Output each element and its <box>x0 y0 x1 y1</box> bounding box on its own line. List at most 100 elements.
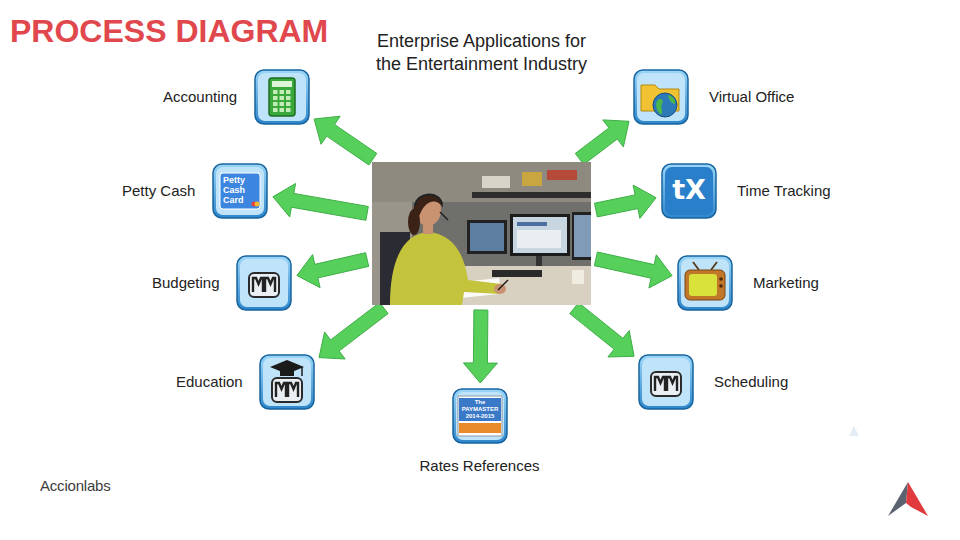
graphic-part <box>273 96 278 100</box>
graphic-part <box>415 194 442 206</box>
graphic-part <box>689 274 717 296</box>
graphic-part <box>498 280 508 290</box>
graphic-part <box>719 284 723 288</box>
graphic-part <box>216 167 264 215</box>
graphic-part <box>651 372 681 396</box>
graphic-part <box>263 358 311 406</box>
app-icon <box>638 354 694 410</box>
block-arrow <box>314 116 377 165</box>
graphic-part <box>667 377 677 391</box>
graphic-part <box>656 99 662 115</box>
graphic-part <box>269 78 295 116</box>
graphic-part <box>255 70 309 124</box>
app-icon <box>677 255 733 311</box>
app-label: Virtual Office <box>709 88 794 106</box>
app-label: Budgeting <box>152 274 220 292</box>
graphic-part <box>280 102 285 106</box>
graphic-part <box>662 164 716 218</box>
graphic-part <box>260 355 314 409</box>
graphic-part <box>681 259 729 307</box>
icon-art <box>236 255 292 311</box>
graphic-part <box>255 202 260 207</box>
graphic-part <box>280 369 294 376</box>
icon-text: Petty Cash Card <box>223 175 253 205</box>
graphic-part <box>472 192 591 198</box>
app-icon: Petty Cash Card <box>212 163 268 219</box>
graphic-part <box>286 96 291 100</box>
graphic-part <box>286 108 291 112</box>
graphic-part <box>678 256 732 310</box>
graphic-part <box>655 377 665 391</box>
app-node: Accounting <box>163 69 310 125</box>
graphic-part <box>273 90 278 94</box>
logo-grey-part <box>888 482 908 516</box>
graphic-part <box>572 212 591 260</box>
center-photo-node: Enterprise Applications for the Entertai… <box>372 162 591 305</box>
app-node: Education <box>176 354 315 410</box>
graphic-part <box>574 215 591 257</box>
app-label: Education <box>176 373 243 391</box>
graphic-part <box>467 220 507 254</box>
app-icon: tX <box>661 163 717 219</box>
graphic-part <box>213 164 267 218</box>
graphic-part <box>288 383 298 397</box>
block-arrow <box>319 303 388 360</box>
app-icon <box>633 69 689 125</box>
block-arrow <box>594 252 672 288</box>
block-arrow <box>273 184 368 221</box>
app-icon <box>259 354 315 410</box>
graphic-part <box>280 108 285 112</box>
icon-art <box>633 69 689 125</box>
graphic-part <box>240 259 288 307</box>
block-arrow <box>575 120 629 165</box>
graphic-part <box>272 81 292 87</box>
app-label: Time Tracking <box>737 182 831 200</box>
app-node: Marketing <box>677 255 819 311</box>
graphic-part <box>453 389 507 443</box>
graphic-part <box>265 278 275 292</box>
graphic-part <box>668 95 675 104</box>
graphic-part <box>249 273 279 297</box>
graphic-part <box>482 176 510 188</box>
graphic-part <box>642 358 690 406</box>
graphic-part <box>536 256 542 266</box>
graphic-part <box>492 270 542 277</box>
graphic-part <box>470 223 504 251</box>
graphic-part <box>719 277 723 281</box>
graphic-part <box>665 167 713 215</box>
graphic-part <box>372 162 591 202</box>
app-node: tX Time Tracking <box>661 163 831 219</box>
graphic-part <box>513 217 567 253</box>
graphic-part <box>414 194 443 220</box>
app-label: Accounting <box>163 88 237 106</box>
graphic-part <box>572 270 584 284</box>
icon-text: tX <box>665 175 713 205</box>
diagram-heading: Enterprise Applications for the Entertai… <box>372 30 592 76</box>
app-icon <box>254 69 310 125</box>
app-label: Petty Cash <box>122 182 195 200</box>
graphic-part <box>273 102 278 106</box>
graphic-part <box>372 162 591 305</box>
graphic-part <box>456 392 504 440</box>
graphic-part <box>517 222 547 226</box>
icon-art <box>638 354 694 410</box>
icon-art <box>677 255 733 311</box>
graphic-part <box>301 367 303 376</box>
graphic-part <box>458 396 502 436</box>
graphic-part <box>280 90 285 94</box>
block-arrow <box>595 185 657 218</box>
block-arrow <box>463 310 497 383</box>
graphic-part <box>685 270 725 300</box>
graphic-part <box>637 73 685 121</box>
graphic-part <box>522 172 542 186</box>
graphic-part <box>272 378 302 402</box>
app-label: Scheduling <box>714 373 788 391</box>
graphic-part <box>653 93 677 117</box>
icon-art <box>259 354 315 410</box>
logo-text: Accionlabs <box>40 477 111 494</box>
app-node: Petty Cash Card Petty Cash <box>122 163 268 219</box>
app-node: Virtual Office <box>633 69 795 125</box>
logo-red-part <box>906 482 928 516</box>
graphic-part <box>547 170 577 180</box>
